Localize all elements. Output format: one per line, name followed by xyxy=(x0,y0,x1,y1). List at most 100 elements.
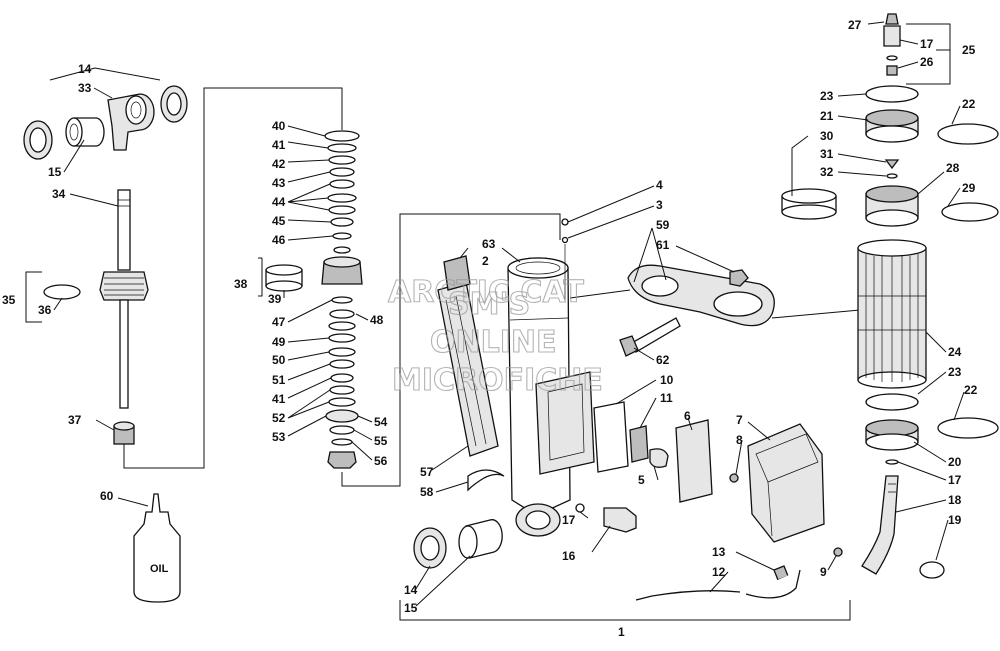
label-38: 38 xyxy=(234,277,248,291)
label-56: 56 xyxy=(374,454,388,468)
watermark: ARCTIC CAT SM'S ONLINE MICROFICHE xyxy=(387,274,603,398)
label-16: 16 xyxy=(562,549,576,563)
label-26: 26 xyxy=(920,55,934,69)
label-59: 59 xyxy=(656,218,670,232)
label-36: 36 xyxy=(38,303,52,317)
label-20: 20 xyxy=(948,455,962,469)
gasket-inner-part xyxy=(629,425,649,463)
fitting-part xyxy=(603,507,637,533)
label-18: 18 xyxy=(948,493,962,507)
piston-band-part xyxy=(265,264,303,292)
lower-bushing-part xyxy=(413,527,447,569)
label-31: 31 xyxy=(820,147,834,161)
lower-sleeve-part xyxy=(458,519,503,559)
reservoir-assembly xyxy=(781,13,999,579)
leader-clamp xyxy=(569,289,631,299)
clip-part xyxy=(467,469,505,492)
label-42: 42 xyxy=(272,157,286,171)
label-47: 47 xyxy=(272,315,286,329)
label-10: 10 xyxy=(660,373,674,387)
label-6: 6 xyxy=(684,409,691,423)
label-37: 37 xyxy=(68,413,82,427)
label-57: 57 xyxy=(420,465,434,479)
label-48: 48 xyxy=(370,313,384,327)
label-14-top: 14 xyxy=(78,62,92,76)
bushing-right-part xyxy=(160,85,188,123)
oil-bottle-part: OIL xyxy=(133,493,181,603)
o-ring-part xyxy=(43,284,81,300)
label-29: 29 xyxy=(962,181,976,195)
label-39: 39 xyxy=(268,292,282,306)
leader-lines xyxy=(25,21,965,621)
washer-small-part xyxy=(575,503,585,513)
bumper-part xyxy=(113,421,135,445)
leader-shaft-to-stack xyxy=(123,87,343,469)
watermark-line-2: SM'S xyxy=(448,287,530,322)
label-61: 61 xyxy=(656,238,670,252)
label-23-top: 23 xyxy=(820,89,834,103)
shock-body xyxy=(437,218,595,537)
label-50: 50 xyxy=(272,353,286,367)
valve-stack xyxy=(258,130,363,469)
control-box-part xyxy=(747,423,825,543)
label-41-bottom: 41 xyxy=(272,392,286,406)
label-12: 12 xyxy=(712,565,726,579)
watermark-line-3: ONLINE xyxy=(430,325,557,360)
leader-stack-to-body xyxy=(341,213,561,487)
watermark-line-1: ARCTIC CAT xyxy=(388,275,584,310)
label-7: 7 xyxy=(736,413,743,427)
label-43: 43 xyxy=(272,176,286,190)
label-30: 30 xyxy=(820,129,834,143)
label-23-bottom: 23 xyxy=(948,365,962,379)
label-24: 24 xyxy=(948,345,962,359)
label-3: 3 xyxy=(656,198,663,212)
label-41-top: 41 xyxy=(272,138,286,152)
label-8: 8 xyxy=(736,433,743,447)
label-17-center: 17 xyxy=(562,513,576,527)
label-54: 54 xyxy=(374,415,388,429)
label-21: 21 xyxy=(820,109,834,123)
label-17-top: 17 xyxy=(920,37,934,51)
label-28: 28 xyxy=(946,161,960,175)
leader-clamp-right xyxy=(771,309,861,319)
part-labels: 14 33 15 34 35 36 37 60 40 41 42 43 44 4… xyxy=(2,18,978,639)
clamp-part xyxy=(627,264,775,327)
label-63: 63 xyxy=(482,237,496,251)
bolt-part xyxy=(619,317,681,357)
label-22-top: 22 xyxy=(962,97,976,111)
label-5: 5 xyxy=(638,473,645,487)
label-46: 46 xyxy=(272,233,286,247)
label-35: 35 xyxy=(2,293,16,307)
screw-part xyxy=(729,473,739,483)
shaft-assembly: OIL xyxy=(23,85,188,603)
label-52: 52 xyxy=(272,411,286,425)
label-13: 13 xyxy=(712,545,726,559)
eyelet-part xyxy=(107,93,155,151)
oil-bottle-text: OIL xyxy=(150,563,169,575)
label-14-bottom: 14 xyxy=(404,583,418,597)
label-45: 45 xyxy=(272,214,286,228)
gasket-part xyxy=(593,401,629,473)
label-19: 19 xyxy=(948,513,962,527)
label-11: 11 xyxy=(660,391,673,405)
sleeve-part xyxy=(65,117,105,147)
watermark-line-4: MICROFICHE xyxy=(392,363,603,398)
label-9: 9 xyxy=(820,565,827,579)
label-1: 1 xyxy=(618,625,625,639)
sensor-plate-part xyxy=(675,419,713,503)
label-51: 51 xyxy=(272,373,286,387)
shaft-part xyxy=(99,189,149,409)
bushing-left-part xyxy=(23,120,53,160)
label-25: 25 xyxy=(962,43,976,57)
label-60: 60 xyxy=(100,489,114,503)
label-40: 40 xyxy=(272,119,286,133)
label-58: 58 xyxy=(420,485,434,499)
label-34: 34 xyxy=(52,187,66,201)
label-53: 53 xyxy=(272,430,286,444)
label-22-bottom: 22 xyxy=(964,383,978,397)
label-17-right: 17 xyxy=(948,473,962,487)
label-2: 2 xyxy=(482,254,489,268)
wire-part xyxy=(635,590,741,601)
label-49: 49 xyxy=(272,335,286,349)
